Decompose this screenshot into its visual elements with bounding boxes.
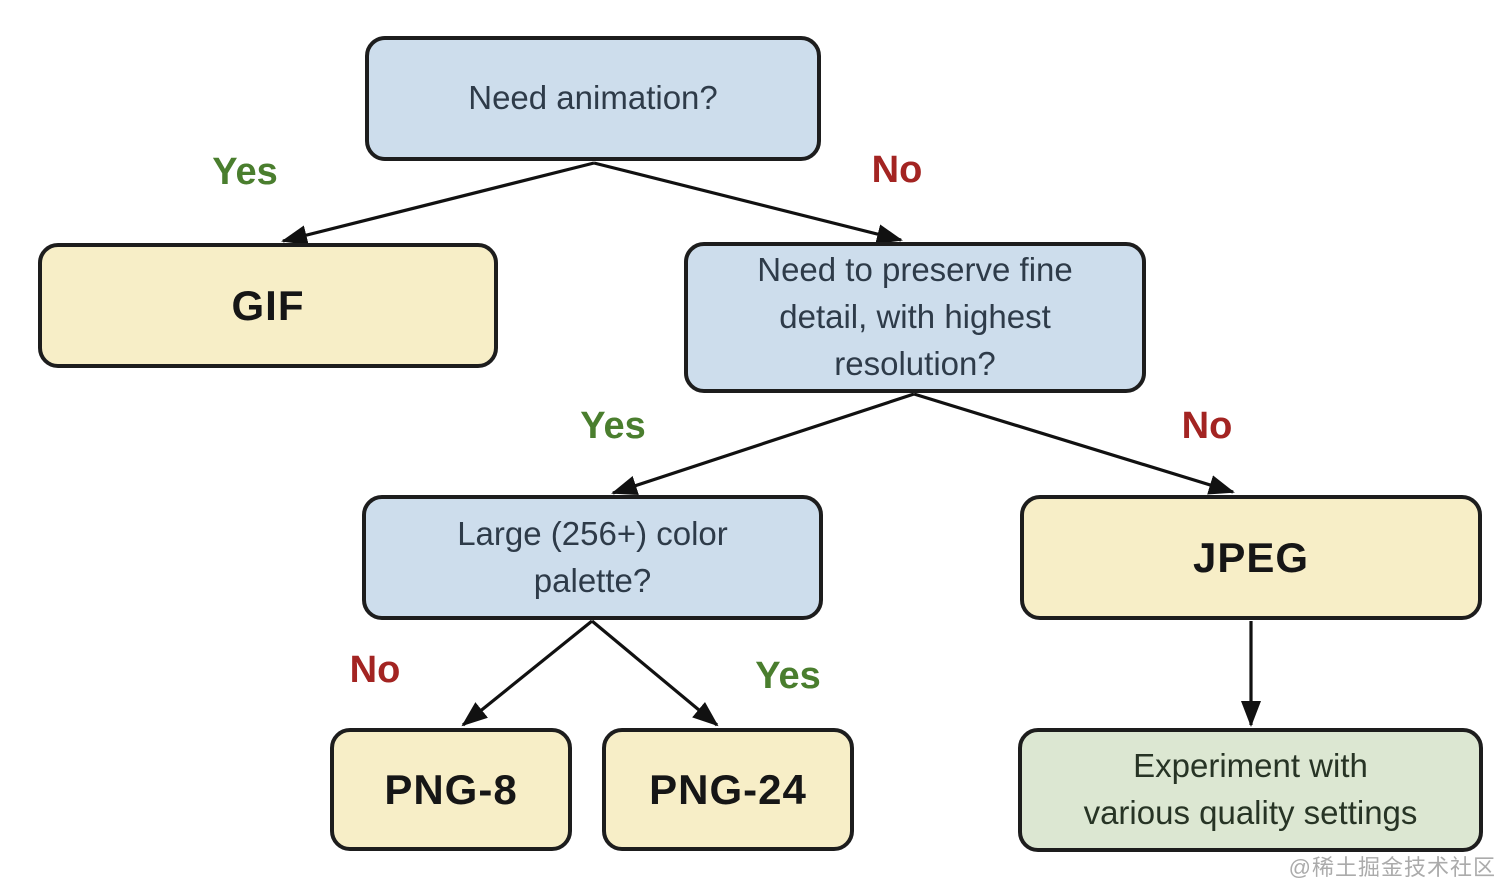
node-color-palette-label: Large (256+) color palette? bbox=[457, 514, 728, 599]
edge-label-yes-bottom: Yes bbox=[755, 655, 821, 697]
edge-label-no-bottom: No bbox=[349, 649, 401, 691]
edge-need-animation-to-gif bbox=[281, 161, 595, 245]
node-png24: PNG-24 bbox=[602, 728, 854, 851]
edge-color-palette-to-png8 bbox=[461, 619, 594, 727]
node-png24-label: PNG-24 bbox=[649, 765, 807, 813]
node-preserve-detail-label: Need to preserve fine detail, with highe… bbox=[757, 251, 1073, 382]
node-png8: PNG-8 bbox=[330, 728, 572, 851]
node-gif: GIF bbox=[38, 243, 498, 368]
node-color-palette: Large (256+) color palette? bbox=[362, 495, 823, 620]
watermark-text: @稀土掘金技术社区 bbox=[1288, 855, 1496, 880]
edge-label-no-mid: No bbox=[1181, 405, 1233, 447]
node-png8-label: PNG-8 bbox=[384, 765, 518, 813]
node-jpeg: JPEG bbox=[1020, 495, 1482, 620]
node-experiment-label: Experiment with various quality settings bbox=[1083, 747, 1418, 831]
edge-label-yes-mid: Yes bbox=[580, 405, 646, 447]
edge-color-palette-to-png24 bbox=[590, 619, 719, 727]
node-experiment: Experiment with various quality settings bbox=[1018, 728, 1483, 852]
node-need-animation: Need animation? bbox=[365, 36, 821, 161]
node-gif-label: GIF bbox=[231, 281, 305, 329]
edge-label-yes-top: Yes bbox=[212, 151, 278, 193]
node-jpeg-label: JPEG bbox=[1192, 533, 1310, 581]
node-preserve-detail: Need to preserve fine detail, with highe… bbox=[684, 242, 1146, 393]
edge-label-no-top: No bbox=[871, 149, 923, 191]
node-need-animation-label: Need animation? bbox=[468, 79, 718, 117]
